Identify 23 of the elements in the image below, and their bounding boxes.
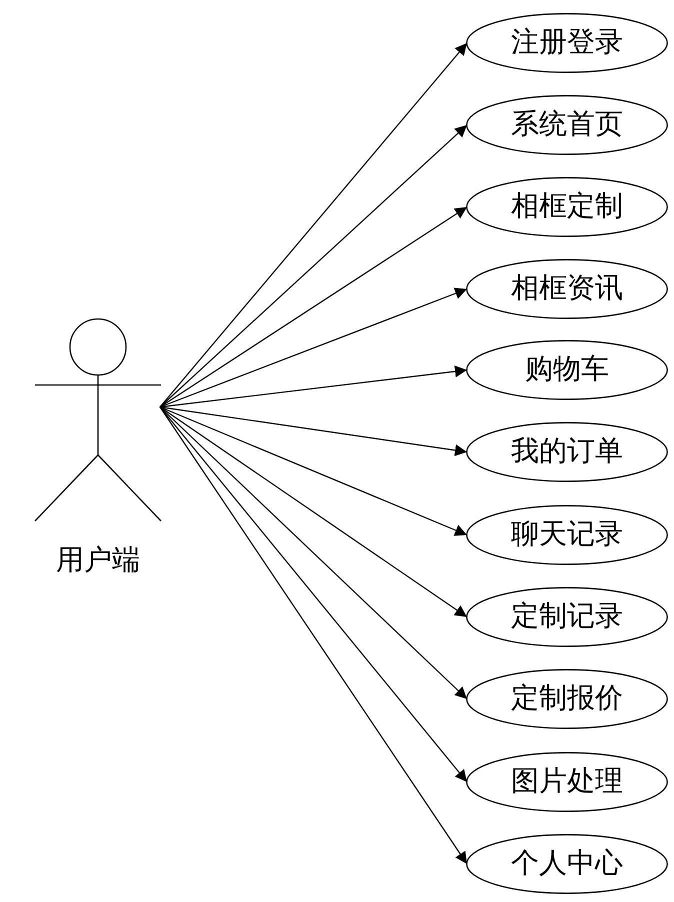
- arrow: [160, 206, 468, 408]
- use-case-label: 系统首页: [511, 110, 623, 140]
- arrow: [160, 406, 468, 536]
- arrow: [160, 42, 468, 408]
- use-case-label: 图片处理: [511, 766, 623, 798]
- use-case-label: 相框资讯: [511, 274, 623, 304]
- arrow: [160, 406, 468, 456]
- use-case-label: 我的订单: [511, 436, 623, 468]
- arrow: [160, 365, 468, 408]
- use-case-label: 定制报价: [511, 684, 623, 714]
- arrow: [160, 406, 468, 864]
- use-case-label: 购物车: [525, 354, 609, 386]
- arrow: [160, 406, 468, 700]
- arrow: [160, 406, 468, 782]
- arrow: [160, 124, 468, 408]
- use-case-label: 个人中心: [511, 848, 623, 880]
- use-case-label: 注册登录: [511, 28, 623, 58]
- use-case-label: 聊天记录: [511, 520, 623, 550]
- use-case-label: 相框定制: [511, 192, 623, 222]
- use-case-label: 定制记录: [511, 602, 623, 632]
- arrow: [160, 288, 468, 408]
- arrow: [160, 406, 468, 618]
- actor-label: 用户端: [55, 546, 141, 577]
